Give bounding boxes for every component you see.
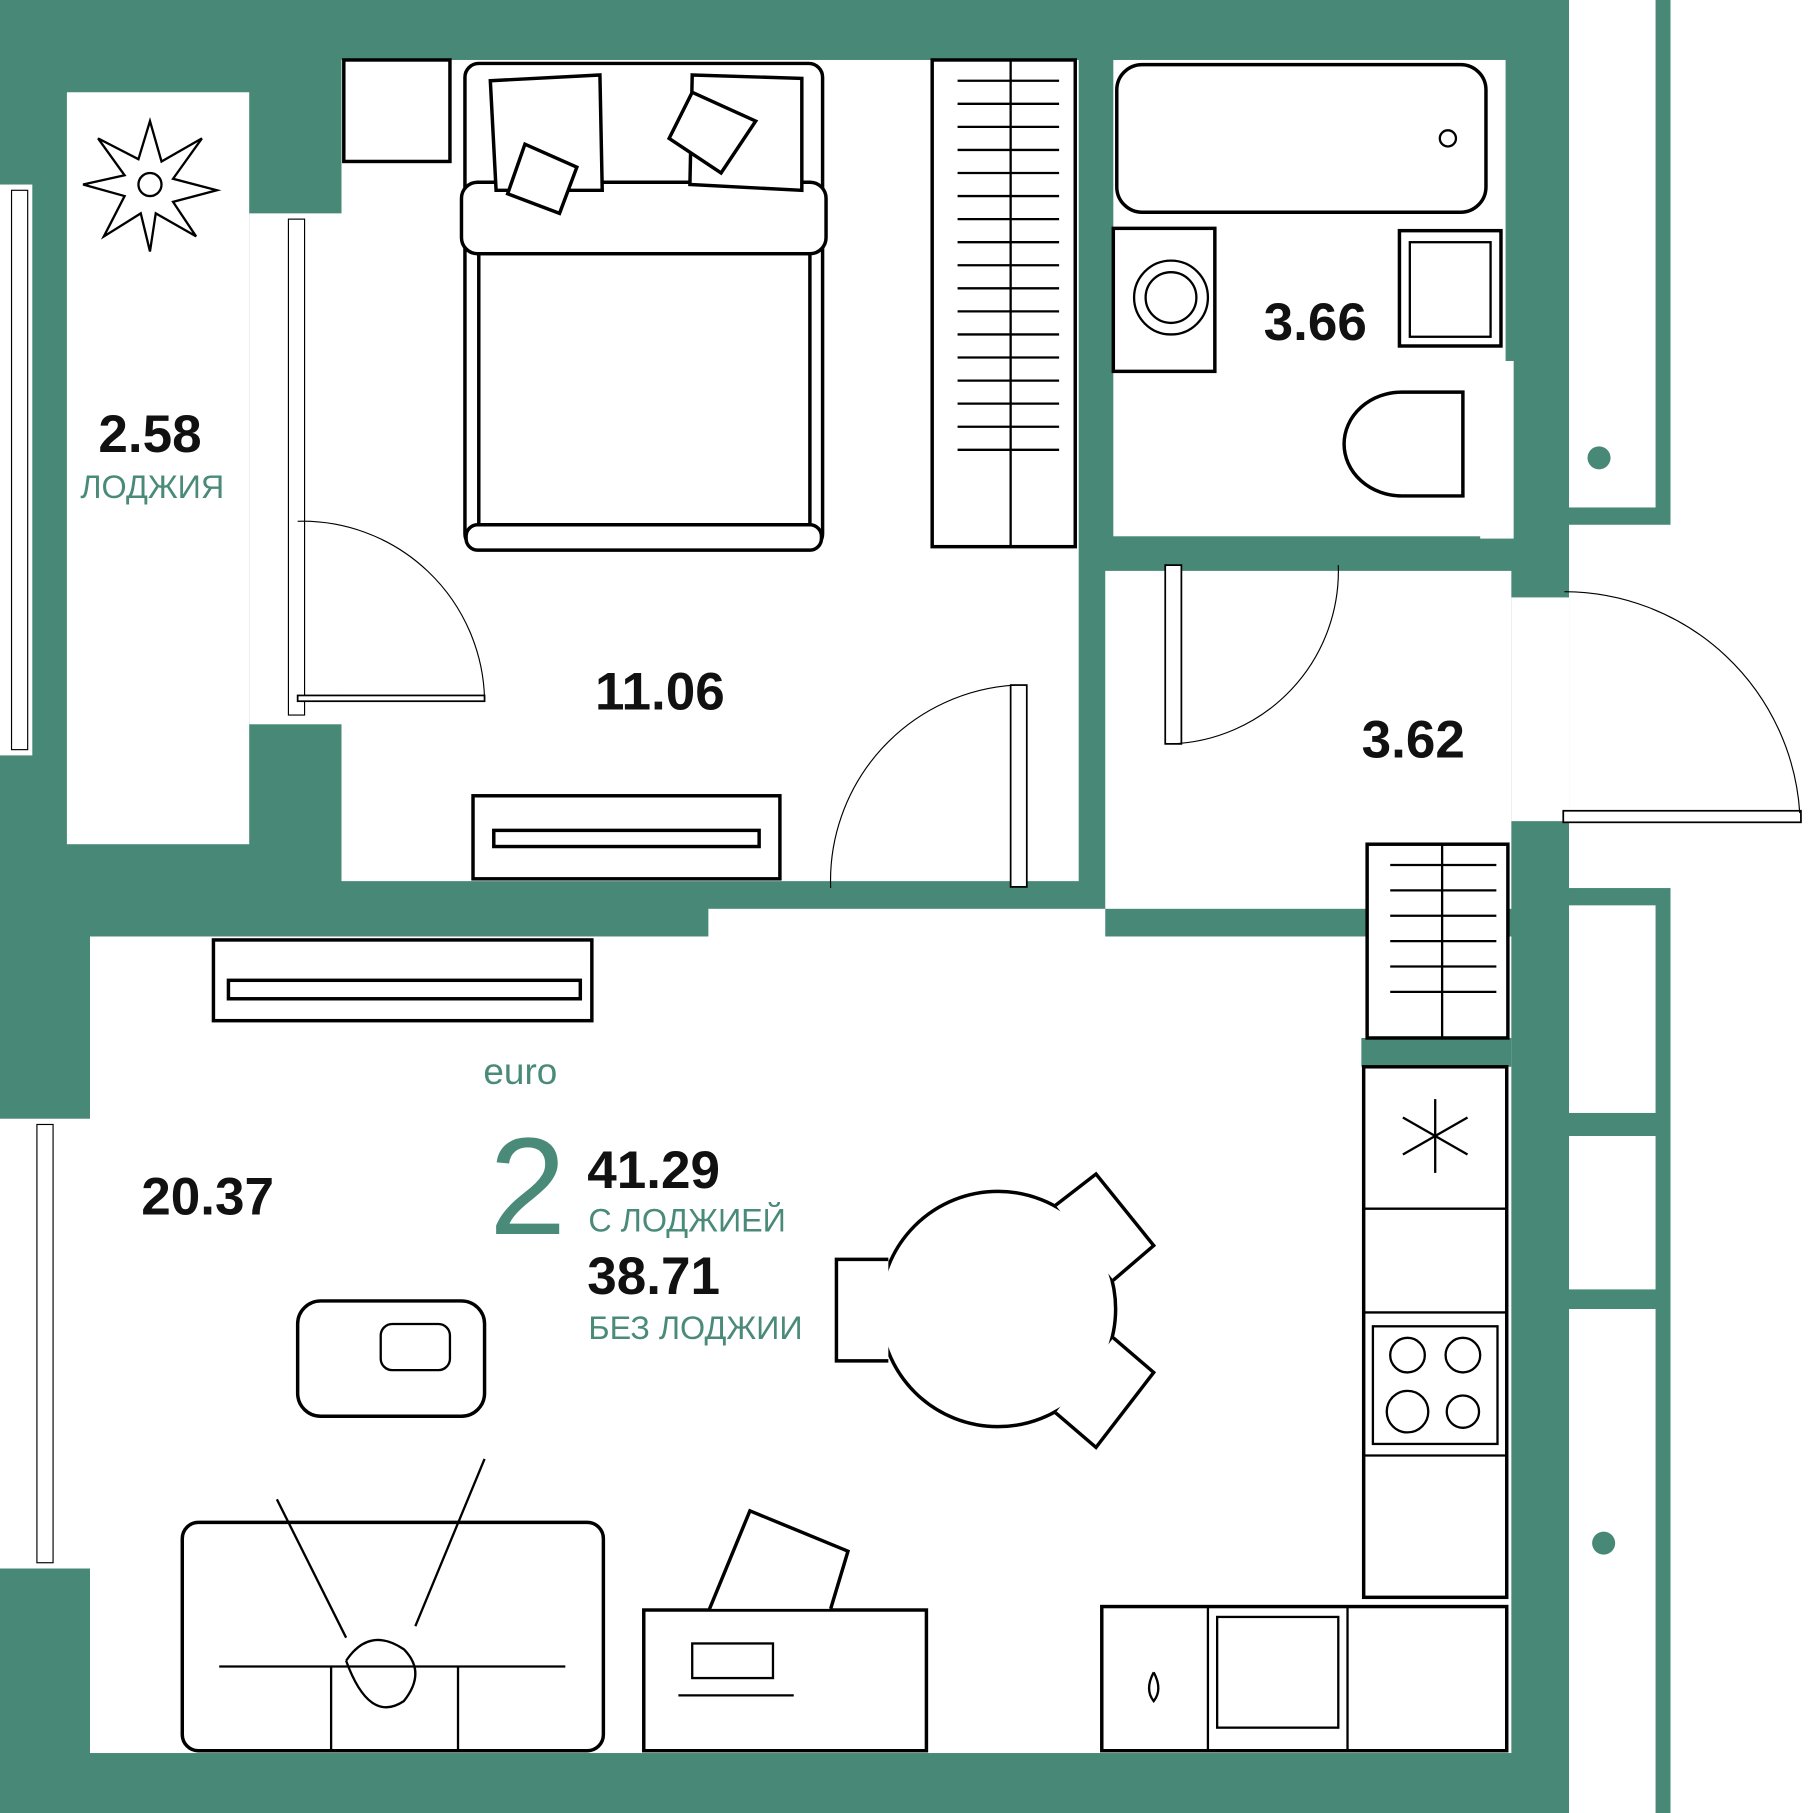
toilet bbox=[1342, 390, 1465, 498]
loggia-name: ЛОДЖИЯ bbox=[80, 469, 224, 505]
with-loggia-label: С ЛОДЖИЕЙ bbox=[588, 1202, 786, 1239]
coffee-table bbox=[295, 1299, 487, 1418]
desk bbox=[642, 1608, 929, 1753]
area-with-loggia: 41.29 bbox=[587, 1141, 720, 1200]
windows bbox=[10, 189, 306, 1564]
loggia-area: 2.58 bbox=[98, 405, 201, 464]
bathtub bbox=[1115, 62, 1488, 214]
without-loggia-label: БЕЗ ЛОДЖИИ bbox=[588, 1310, 802, 1346]
bedroom-furniture bbox=[342, 58, 1077, 881]
bedroom-area: 11.06 bbox=[595, 662, 725, 721]
wardrobe bbox=[930, 58, 1077, 549]
apartment-type: euro bbox=[483, 1051, 557, 1092]
kitchen-furniture bbox=[1100, 1065, 1509, 1753]
washing-machine bbox=[1111, 226, 1217, 374]
plant-icon bbox=[82, 117, 222, 252]
hallway-wardrobe bbox=[1365, 842, 1510, 1040]
living-furniture bbox=[180, 938, 1157, 1753]
rooms-count: 2 bbox=[489, 1110, 566, 1264]
hallway-area: 3.62 bbox=[1362, 711, 1465, 770]
bathroom-area: 3.66 bbox=[1264, 293, 1367, 352]
living-area: 20.37 bbox=[141, 1167, 274, 1226]
area-without-loggia: 38.71 bbox=[587, 1247, 720, 1306]
stove-icon bbox=[1371, 1325, 1499, 1446]
sofa bbox=[180, 1520, 606, 1753]
doors[interactable] bbox=[296, 520, 1802, 889]
bathroom-furniture bbox=[1111, 62, 1503, 498]
snowflake-icon bbox=[1402, 1099, 1469, 1173]
sink-icon bbox=[1397, 228, 1503, 348]
